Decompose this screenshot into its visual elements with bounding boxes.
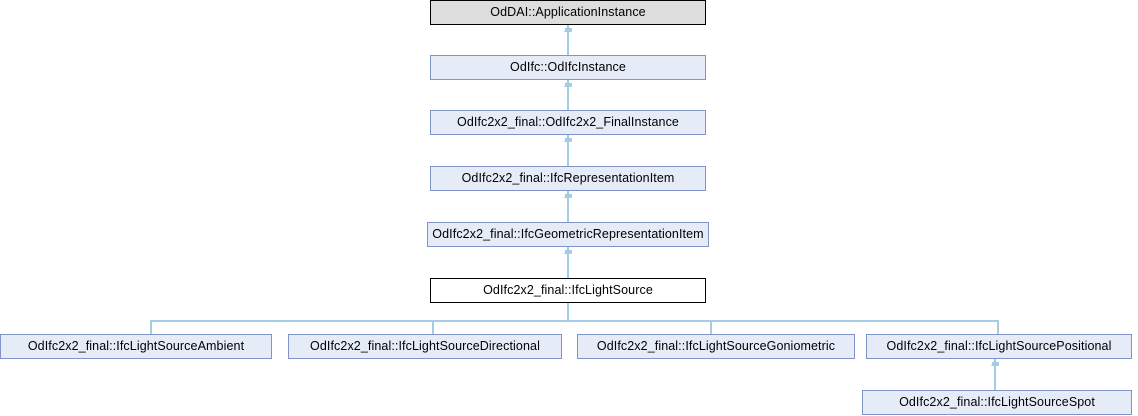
node-ifc-light-source-goniometric[interactable]: OdIfc2x2_final::IfcLightSourceGoniometri… bbox=[577, 334, 855, 359]
node-odifc2x2-final-instance[interactable]: OdIfc2x2_final::OdIfc2x2_FinalInstance bbox=[430, 110, 706, 135]
edge-ifc-light-source-bus bbox=[150, 320, 999, 322]
node-label: OdIfc2x2_final::IfcLightSourceGoniometri… bbox=[596, 339, 836, 354]
node-label: OdIfc2x2_final::IfcLightSourceSpot bbox=[899, 395, 1095, 410]
node-application-instance[interactable]: OdDAI::ApplicationInstance bbox=[430, 0, 706, 25]
edge-arrowhead-5 bbox=[563, 247, 572, 254]
node-ifc-light-source-directional[interactable]: OdIfc2x2_final::IfcLightSourceDirectiona… bbox=[288, 334, 562, 359]
node-label: OdIfc2x2_final::IfcLightSourcePositional bbox=[886, 339, 1112, 354]
edge-arrowhead-6 bbox=[990, 359, 999, 366]
node-label: OdIfc2x2_final::IfcRepresentationItem bbox=[461, 171, 675, 186]
edge-bus-to-ifc-light-source-directional bbox=[432, 320, 434, 334]
edge-arrowhead-2 bbox=[563, 80, 572, 87]
node-label: OdIfc2x2_final::IfcGeometricRepresentati… bbox=[432, 227, 704, 242]
node-ifc-light-source[interactable]: OdIfc2x2_final::IfcLightSource bbox=[430, 278, 706, 303]
edge-bus-to-ifc-light-source-ambient bbox=[150, 320, 152, 334]
edge-bus-to-ifc-light-source-positional bbox=[997, 320, 999, 334]
edge-arrowhead-1 bbox=[563, 25, 572, 32]
edge-odifc2x2-final-instance-to-odifc-instance bbox=[567, 80, 569, 110]
edge-ifc-representation-item-to-odifc2x2-final-instance bbox=[567, 135, 569, 166]
node-label: OdIfc2x2_final::IfcLightSourceDirectiona… bbox=[310, 339, 540, 354]
node-label: OdIfc::OdIfcInstance bbox=[510, 60, 626, 75]
edge-bus-to-ifc-light-source-goniometric bbox=[710, 320, 712, 334]
node-odifc-instance[interactable]: OdIfc::OdIfcInstance bbox=[430, 55, 706, 80]
node-label: OdDAI::ApplicationInstance bbox=[490, 5, 646, 20]
node-label: OdIfc2x2_final::IfcLightSource bbox=[483, 283, 653, 298]
edge-ifc-light-source-spot-to-ifc-light-source-positional bbox=[994, 359, 996, 390]
edge-ifc-geometric-representation-item-to-ifc-representation-item bbox=[567, 191, 569, 222]
node-ifc-representation-item[interactable]: OdIfc2x2_final::IfcRepresentationItem bbox=[430, 166, 706, 191]
node-ifc-light-source-spot[interactable]: OdIfc2x2_final::IfcLightSourceSpot bbox=[862, 390, 1132, 415]
edge-arrowhead-4 bbox=[563, 191, 572, 198]
edge-ifc-light-source-bus-drop bbox=[567, 303, 569, 321]
node-label: OdIfc2x2_final::OdIfc2x2_FinalInstance bbox=[457, 115, 679, 130]
node-ifc-light-source-ambient[interactable]: OdIfc2x2_final::IfcLightSourceAmbient bbox=[0, 334, 272, 359]
edge-arrowhead-3 bbox=[563, 135, 572, 142]
node-label: OdIfc2x2_final::IfcLightSourceAmbient bbox=[27, 339, 245, 354]
node-ifc-geometric-representation-item[interactable]: OdIfc2x2_final::IfcGeometricRepresentati… bbox=[427, 222, 709, 247]
edge-ifc-light-source-to-ifc-geometric-representation-item bbox=[567, 247, 569, 278]
edge-odifc-instance-to-application-instance bbox=[567, 25, 569, 55]
node-ifc-light-source-positional[interactable]: OdIfc2x2_final::IfcLightSourcePositional bbox=[866, 334, 1132, 359]
